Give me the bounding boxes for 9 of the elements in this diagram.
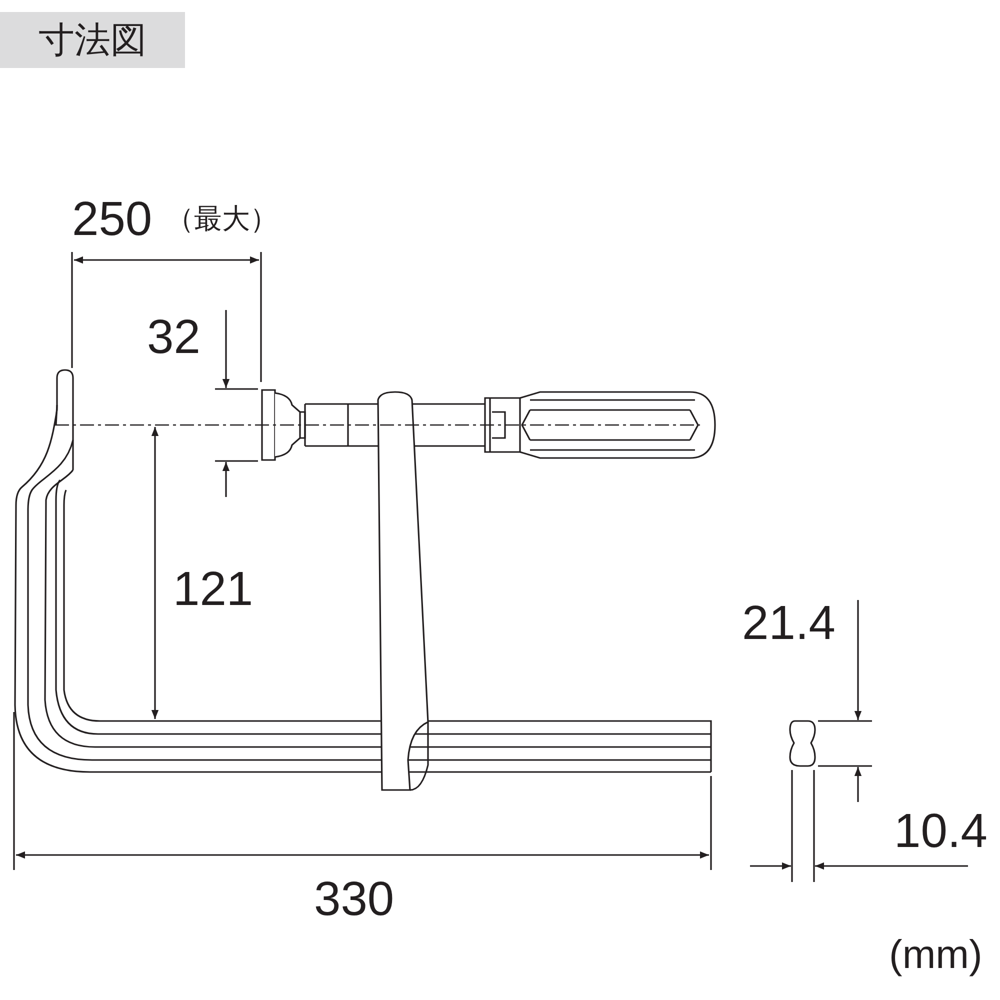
dimension-value: 121 [173, 566, 254, 614]
unit-label: (mm) [889, 935, 982, 975]
dimension-value: 10.4 [894, 808, 988, 856]
dimension-value: 250 [72, 196, 152, 244]
title-tab: 寸法図 [0, 12, 185, 68]
dimension-value: 32 [147, 314, 200, 362]
dimension-note: （最大） [166, 205, 278, 233]
dimension-value: 21.4 [742, 600, 836, 648]
dimension-value: 330 [314, 876, 394, 924]
